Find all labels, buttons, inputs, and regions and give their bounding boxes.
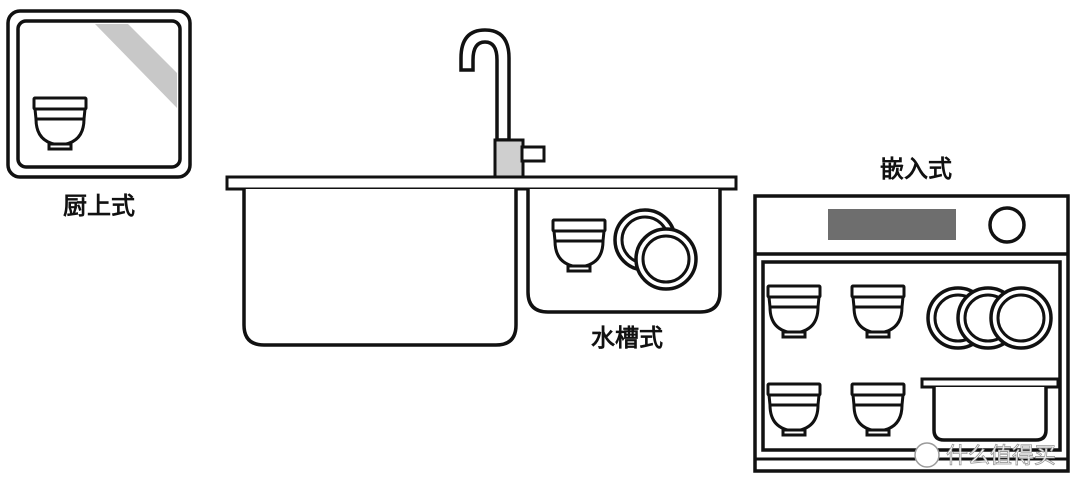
faucet-icon bbox=[459, 28, 511, 142]
glass-reflection-stripe bbox=[95, 24, 177, 108]
label-countertop: 厨上式 bbox=[63, 192, 135, 220]
builtin-dishwasher bbox=[753, 194, 1070, 473]
plate-icon bbox=[634, 227, 698, 291]
label-sink: 水槽式 bbox=[591, 324, 663, 352]
watermark-text: 什么值得买 bbox=[946, 444, 1056, 469]
label-builtin: 嵌入式 bbox=[880, 155, 952, 183]
watermark: 什么值得买 bbox=[914, 442, 1056, 469]
plate-icon bbox=[989, 286, 1053, 350]
pot-icon bbox=[920, 377, 1060, 442]
watermark-logo-icon bbox=[914, 442, 940, 468]
countertop-dishwasher bbox=[6, 9, 192, 179]
sink-dishwasher bbox=[225, 28, 738, 347]
control-panel-display bbox=[828, 209, 956, 240]
control-knob-icon bbox=[988, 206, 1026, 244]
